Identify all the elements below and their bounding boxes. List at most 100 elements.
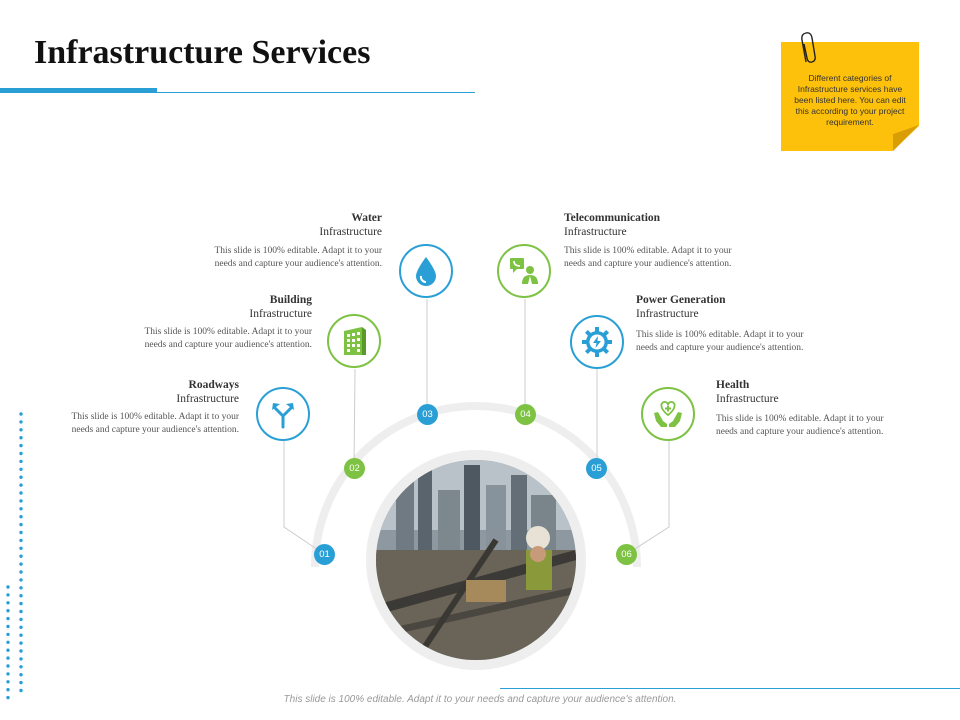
health-hands-icon [654,401,682,427]
dot [19,428,23,432]
dot [19,491,23,495]
power-icon-circle [570,315,624,369]
dot [19,522,23,527]
roadways-title-bold: Roadways [188,379,239,391]
dot [19,562,23,566]
telecom-person-icon [510,258,538,284]
building-icon [344,327,366,355]
dot [19,475,23,479]
sticky-note-text: Different categories of Infrastructure s… [794,73,906,127]
dot [19,625,23,629]
health-title: Health Infrastructure [716,378,891,406]
telecom-description: This slide is 100% editable. Adapt it to… [564,246,732,269]
water-icon-circle [399,244,453,298]
building-title-bold: Building [269,294,312,306]
dot [19,657,23,661]
title-underline [157,92,475,93]
construction-photo [376,460,576,660]
health-title-sub: Infrastructure [716,393,779,405]
power-title: Power Generation Infrastructure [636,293,811,321]
dot [6,695,10,700]
footer-line [500,688,960,689]
step-badge-05: 05 [586,458,607,479]
decorative-dots [6,412,23,700]
power-title-sub: Infrastructure [636,308,699,320]
dot [6,664,10,668]
dot [19,554,23,558]
paperclip-icon [801,32,816,63]
title-underline-accent [0,88,157,93]
telecom-title-sub: Infrastructure [564,226,627,238]
roadways-description: This slide is 100% editable. Adapt it to… [71,412,239,435]
dot [19,594,23,598]
telecom-title-bold: Telecommunication [564,212,661,224]
step-badge-03: 03 [417,404,438,425]
power-title-bold: Power Generation [636,294,726,306]
sticky-note [781,42,919,151]
dot [19,530,23,535]
dot [19,641,23,645]
dot [19,578,23,582]
dot [19,680,23,685]
roadways-title-sub: Infrastructure [176,393,239,405]
building-description: This slide is 100% editable. Adapt it to… [144,327,312,350]
dot [6,601,10,605]
dot [19,601,23,606]
step-badge-06: 06 [616,544,637,565]
dot [19,570,23,574]
step-badge-01: 01 [314,544,335,565]
step-badge-04: 04 [515,404,536,425]
building-icon-circle [327,314,381,368]
dot [19,451,23,456]
dot [6,585,10,589]
dot [19,443,23,448]
dot [19,507,23,511]
roadways-title: Roadways Infrastructure [64,378,239,406]
power-gear-icon [582,327,612,357]
dot [19,515,23,519]
dot [19,665,23,669]
fork-arrow-icon [272,403,294,429]
dot [6,672,10,676]
dot [19,688,23,693]
page-title: Infrastructure Services [34,34,371,71]
footer-text: This slide is 100% editable. Adapt it to… [283,694,677,705]
water-drop-icon [416,257,436,286]
dot [6,648,10,652]
roadways-icon-circle [256,387,310,441]
health-icon-circle [641,387,695,441]
dot [19,467,23,471]
dot [19,538,23,543]
health-description: This slide is 100% editable. Adapt it to… [716,414,884,437]
step-badge-02: 02 [344,458,365,479]
dot [19,633,23,637]
dot [19,436,23,440]
dot [19,609,23,614]
dot [19,412,23,416]
water-title-bold: Water [351,212,382,224]
dot [6,616,10,621]
health-title-bold: Health [716,379,750,391]
dot [19,459,23,464]
dot [6,593,10,597]
dot [19,649,23,653]
building-title-sub: Infrastructure [249,308,312,320]
dot [6,688,10,692]
dot [6,640,10,644]
dot [19,586,23,590]
building-title: Building Infrastructure [137,293,312,321]
dot [6,680,10,684]
dot [19,499,23,503]
dot [19,617,23,622]
power-description: This slide is 100% editable. Adapt it to… [636,330,804,353]
dot [6,632,10,637]
dot [19,483,23,487]
telecom-title: Telecommunication Infrastructure [564,211,739,239]
dot [6,609,10,613]
dot [19,420,23,424]
telecom-icon-circle [497,244,551,298]
water-title-sub: Infrastructure [319,226,382,238]
dot [6,624,10,629]
dot [19,673,23,677]
dot [6,656,10,660]
